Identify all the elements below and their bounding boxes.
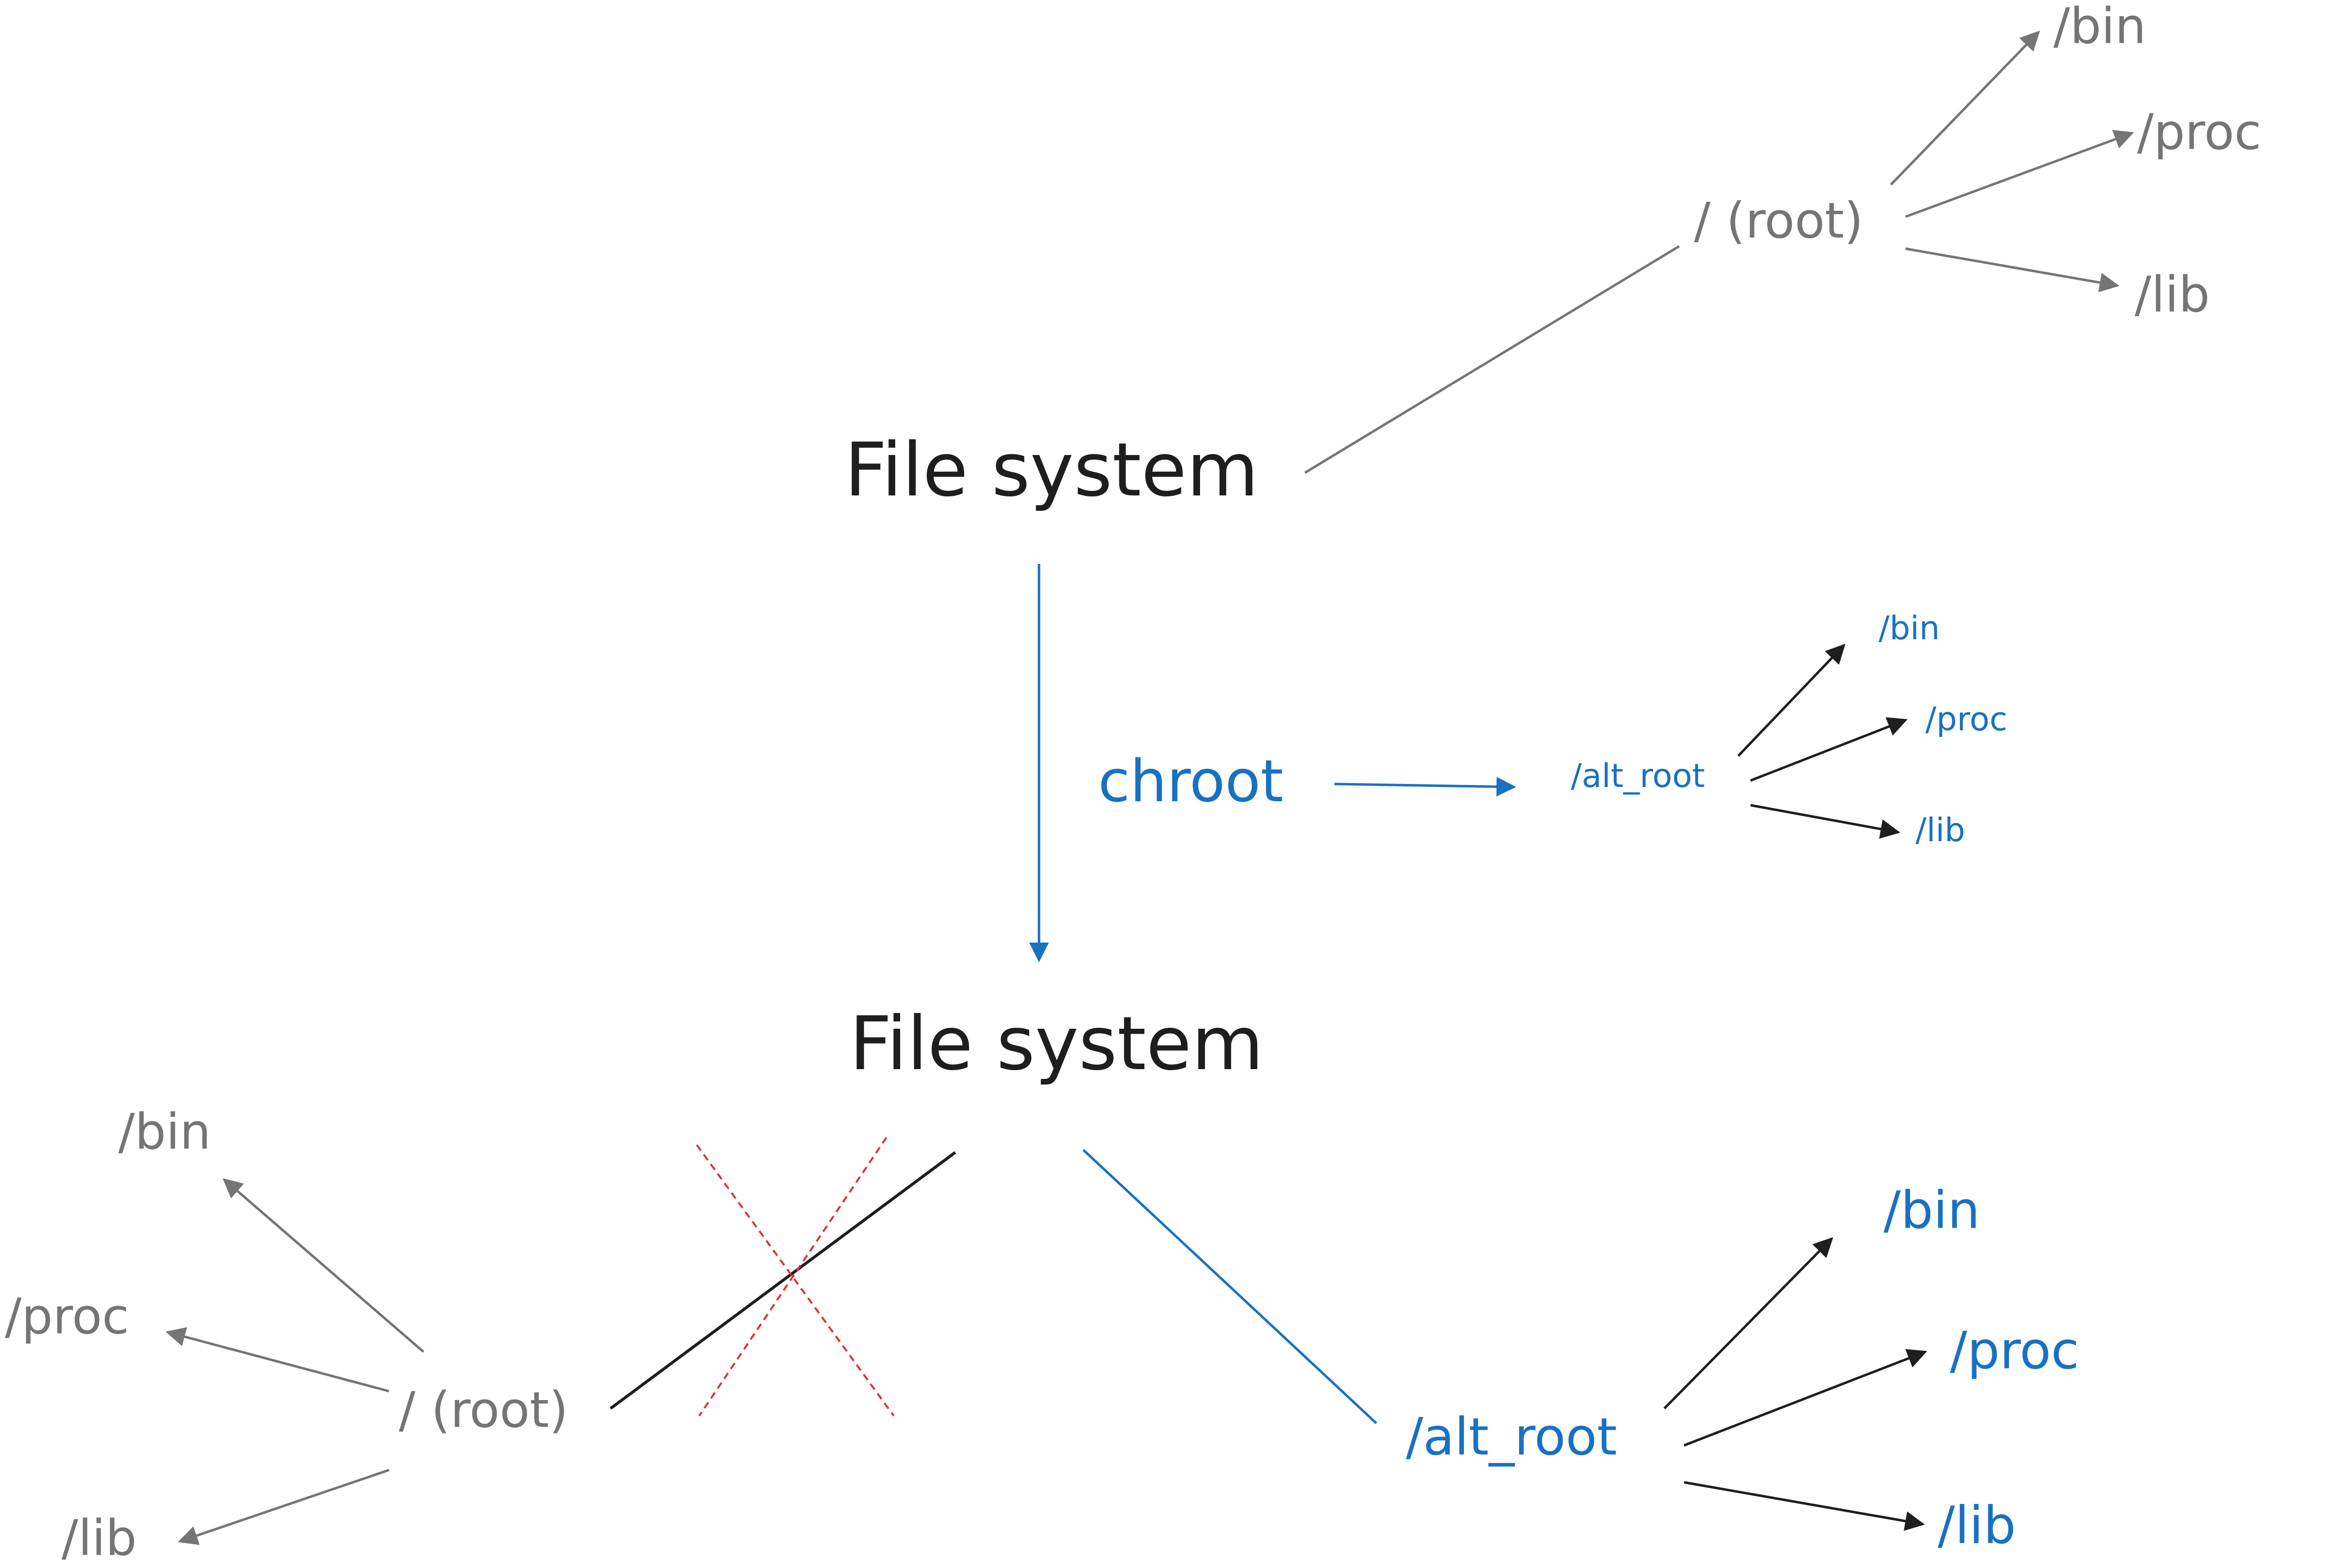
- mid-proc-label: /proc: [1925, 700, 2007, 738]
- br-bin-label: /bin: [1884, 1180, 1980, 1240]
- edge-fs-bottom-to-alt-root: [1082, 1149, 1377, 1424]
- top-root-label: / (root): [1694, 192, 1863, 249]
- arrow-br-alt-root-to-bin: [1663, 1237, 1833, 1409]
- file-system-top-label: File system: [845, 427, 1259, 513]
- bl-bin-label: /bin: [118, 1103, 211, 1160]
- bl-proc-label: /proc: [5, 1287, 129, 1345]
- top-proc-label: /proc: [2137, 103, 2261, 161]
- arrow-top-root-to-bin: [1890, 31, 2040, 186]
- cross-out-line-1: [696, 1144, 895, 1417]
- arrow-top-root-to-proc: [1905, 130, 2134, 218]
- br-lib-label: /lib: [1938, 1495, 2016, 1555]
- arrow-mid-alt-root-to-bin: [1737, 644, 1846, 757]
- arrow-bl-root-to-lib: [178, 1469, 390, 1545]
- arrow-bl-root-to-proc: [165, 1327, 390, 1393]
- arrow-mid-alt-root-to-lib: [1750, 804, 1900, 839]
- mid-lib-label: /lib: [1916, 811, 1965, 849]
- edge-fs-bottom-to-old-root: [610, 1151, 956, 1410]
- arrow-br-alt-root-to-proc: [1684, 1349, 1927, 1447]
- top-lib-label: /lib: [2135, 265, 2210, 323]
- br-alt-root-label: /alt_root: [1406, 1406, 1617, 1467]
- mid-alt-root-label: /alt_root: [1571, 757, 1705, 795]
- arrow-chroot-to-alt-root: [1334, 777, 1516, 797]
- bl-root-label: / (root): [399, 1381, 568, 1438]
- arrow-top-root-to-lib: [1905, 247, 2119, 293]
- arrow-br-alt-root-to-lib: [1684, 1481, 1925, 1531]
- edge-fs-top-to-root: [1304, 245, 1680, 474]
- chroot-label: chroot: [1098, 747, 1283, 815]
- mid-bin-label: /bin: [1879, 609, 1940, 647]
- bl-lib-label: /lib: [62, 1509, 137, 1567]
- br-proc-label: /proc: [1950, 1320, 2079, 1380]
- arrow-mid-alt-root-to-proc: [1750, 717, 1908, 782]
- cross-out-line-2: [698, 1137, 887, 1417]
- top-bin-label: /bin: [2053, 0, 2146, 55]
- arrow-bl-root-to-bin: [222, 1178, 424, 1353]
- file-system-bottom-label: File system: [849, 1001, 1264, 1087]
